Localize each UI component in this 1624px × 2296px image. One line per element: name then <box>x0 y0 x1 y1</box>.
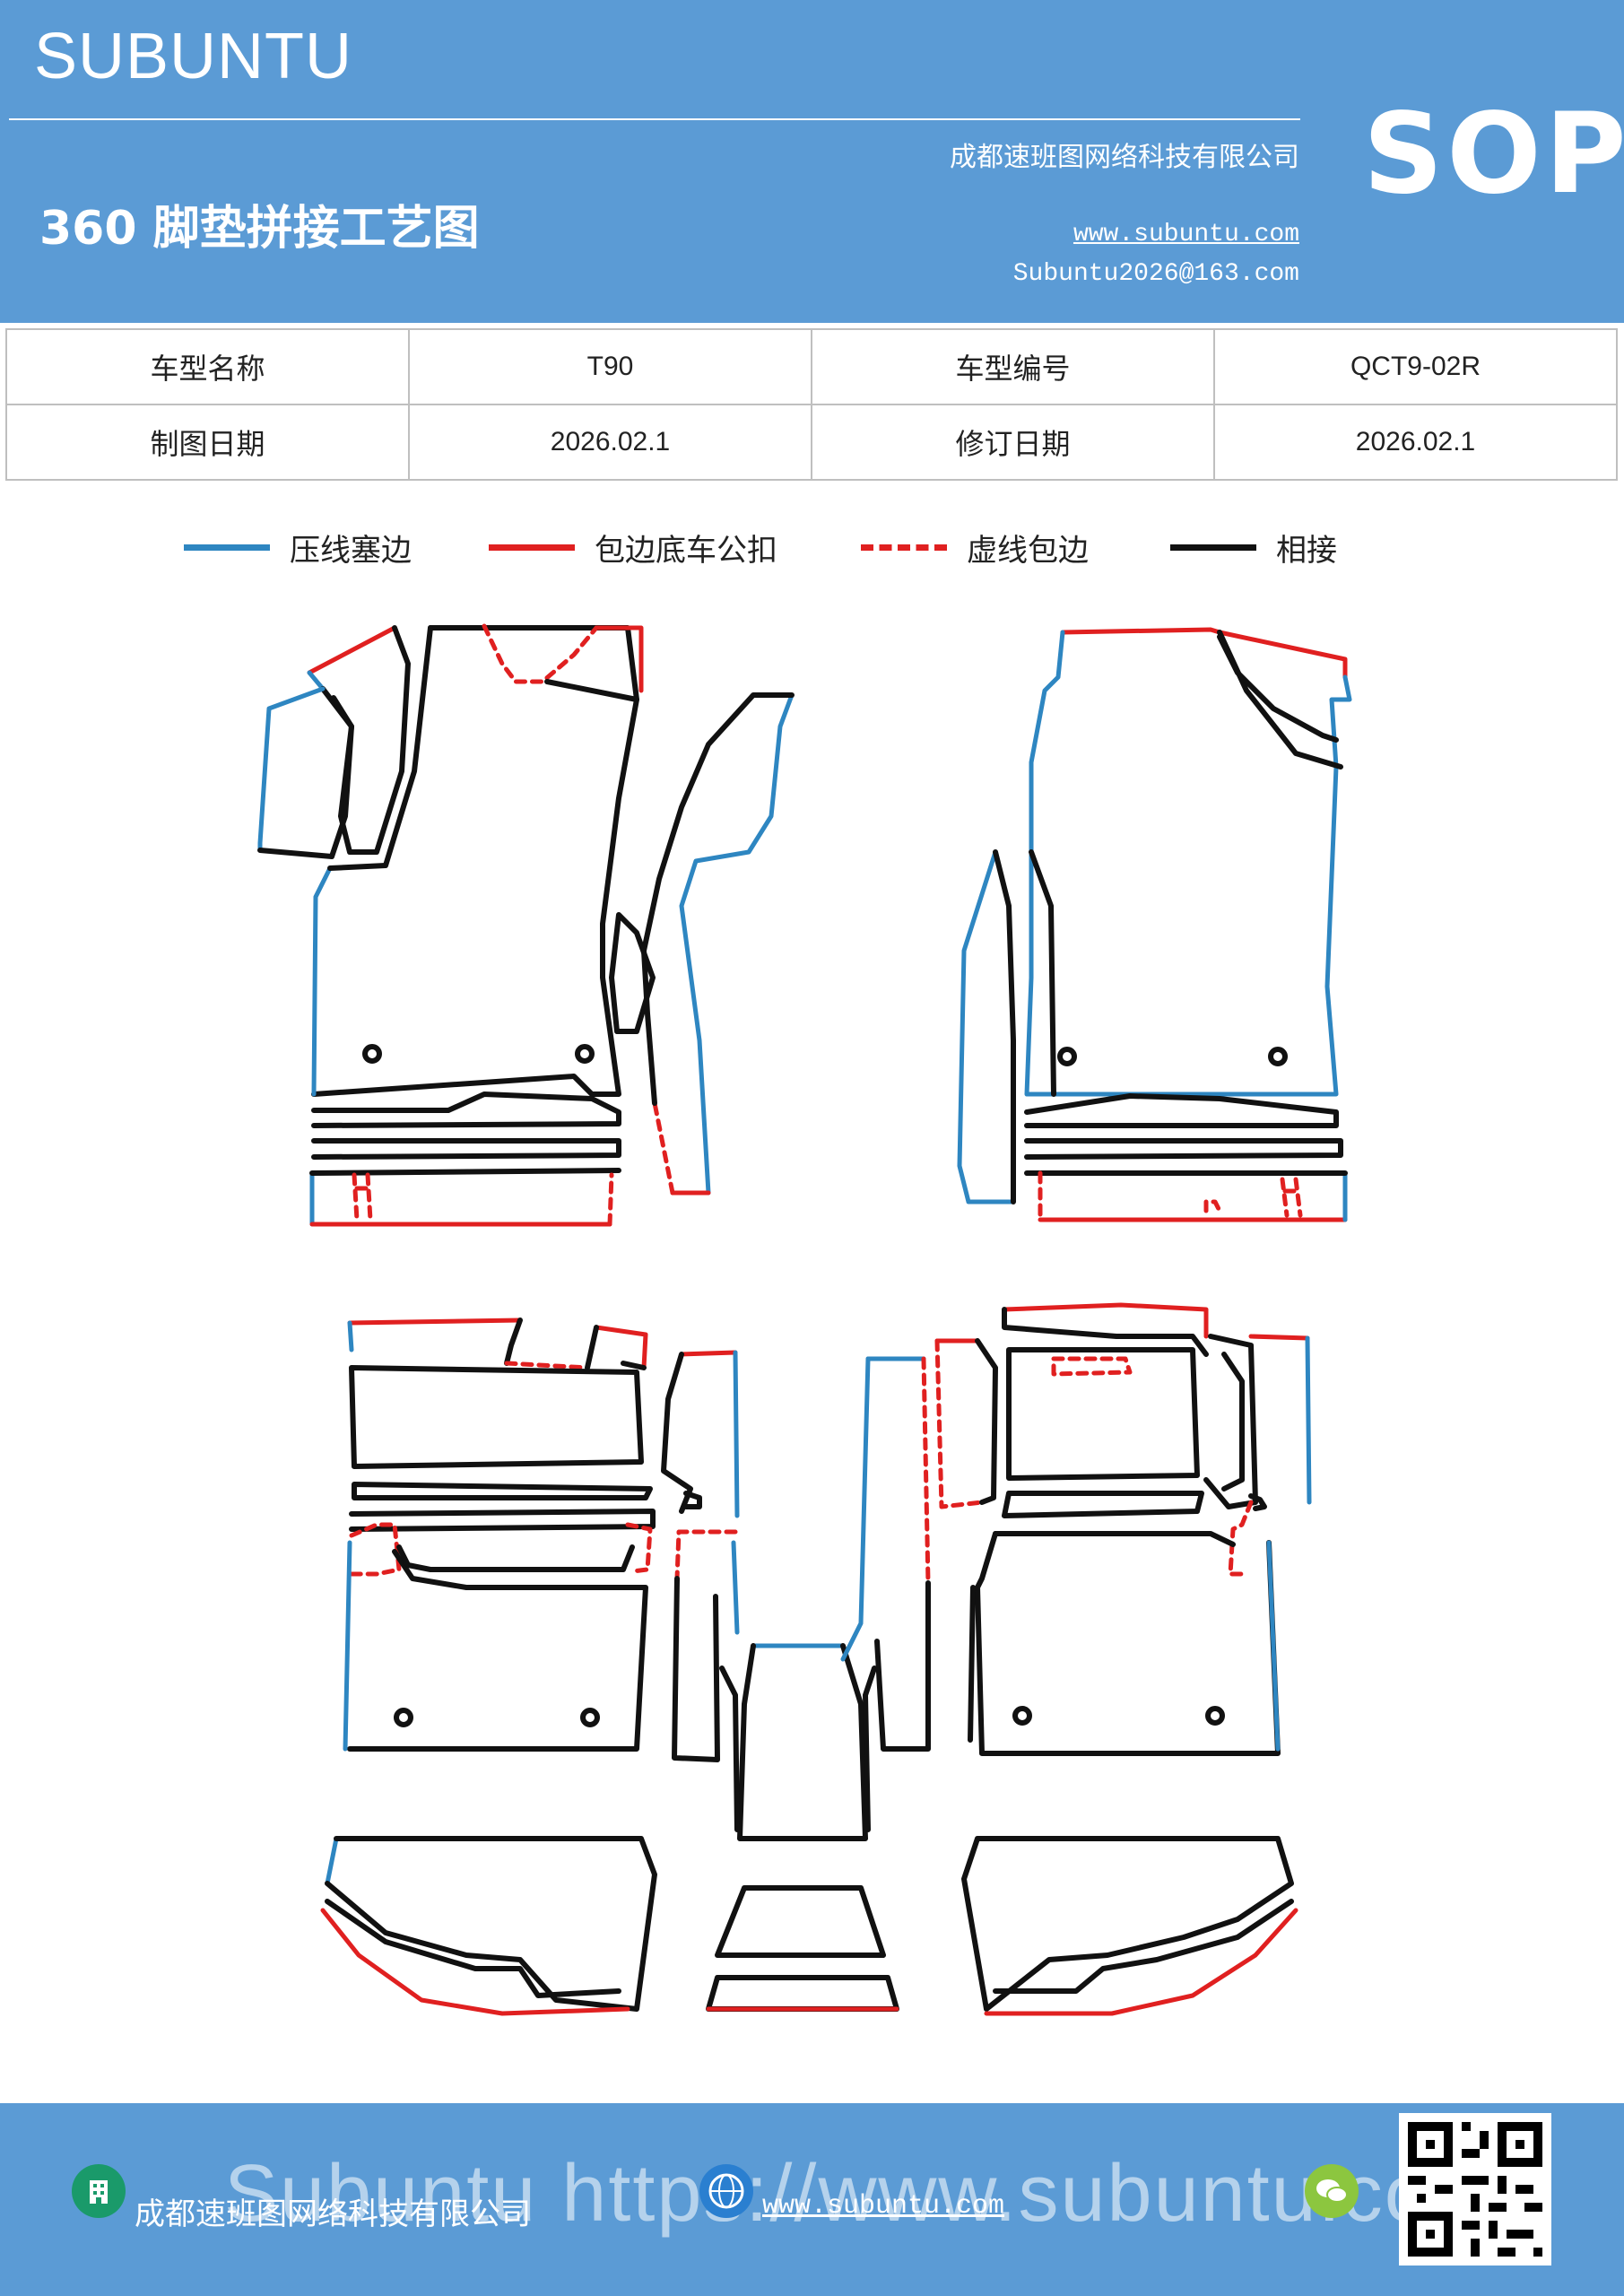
wechat-icon <box>1305 2164 1359 2218</box>
globe-icon <box>699 2164 753 2218</box>
brand-logo-text: SUBUNTU <box>34 21 353 92</box>
header-divider <box>9 118 1300 120</box>
document-title: 360 脚垫拼接工艺图 <box>39 202 480 256</box>
legend-item: 压线塞边 <box>184 520 412 574</box>
table-cell-label: 车型编号 <box>811 328 1215 405</box>
legend-swatch-blue-solid <box>184 544 270 551</box>
header-banner: SUBUNTU 360 脚垫拼接工艺图 成都速班图网络科技有限公司 www.su… <box>0 0 1624 323</box>
qr-code-icon[interactable] <box>1399 2113 1551 2266</box>
legend-swatch-red-dashed <box>861 544 947 551</box>
mat-front-right <box>957 627 1352 1222</box>
table-cell-label: 修订日期 <box>811 404 1215 481</box>
legend-label: 压线塞边 <box>290 532 412 569</box>
line-legend: 压线塞边 包边底车公扣 虚线包边 相接 <box>0 520 1624 574</box>
legend-item: 相接 <box>1170 520 1337 574</box>
mat-rear-left <box>320 1318 740 2016</box>
table-cell-value: 2026.02.1 <box>408 404 812 481</box>
table-row: 车型名称 T90 车型编号 QCT9-02R <box>5 328 1618 405</box>
table-cell-label: 车型名称 <box>5 328 410 405</box>
legend-swatch-red-solid <box>489 544 575 551</box>
mat-rear-right <box>840 1302 1312 2016</box>
vehicle-info-table: 车型名称 T90 车型编号 QCT9-02R 制图日期 2026.02.1 修订… <box>5 328 1618 481</box>
legend-item: 包边底车公扣 <box>489 520 777 574</box>
legend-label: 相接 <box>1276 532 1337 569</box>
table-cell-label: 制图日期 <box>5 404 410 481</box>
table-cell-value: 2026.02.1 <box>1213 404 1618 481</box>
footer-website-link[interactable]: www.subuntu.com <box>762 2191 1005 2222</box>
website-link[interactable]: www.subuntu.com <box>1073 221 1299 248</box>
sop-badge: SOP <box>1363 90 1624 219</box>
legend-label: 包边底车公扣 <box>595 532 777 569</box>
legend-item: 虚线包边 <box>861 520 1089 574</box>
mat-center-tunnel <box>706 1643 899 2012</box>
table-row: 制图日期 2026.02.1 修订日期 2026.02.1 <box>5 404 1618 481</box>
table-cell-value: T90 <box>408 328 812 405</box>
footer-company-name: 成都速班图网络科技有限公司 <box>135 2196 531 2232</box>
footer-watermark: Subuntu https://www.subuntu.com <box>224 2149 1500 2239</box>
floor-mat-splice-diagram: .b { stroke: #111; stroke-width: 6; } .b… <box>257 623 1352 2016</box>
building-icon <box>72 2164 126 2218</box>
company-name: 成都速班图网络科技有限公司 <box>950 142 1299 173</box>
mat-front-left <box>257 623 795 1227</box>
table-cell-value: QCT9-02R <box>1213 328 1618 405</box>
footer-banner: Subuntu https://www.subuntu.com 成都速班图网络科… <box>0 2103 1624 2296</box>
legend-label: 虚线包边 <box>967 532 1089 569</box>
legend-swatch-black-solid <box>1170 544 1256 551</box>
email-address[interactable]: Subuntu2026@163.com <box>1012 260 1299 288</box>
